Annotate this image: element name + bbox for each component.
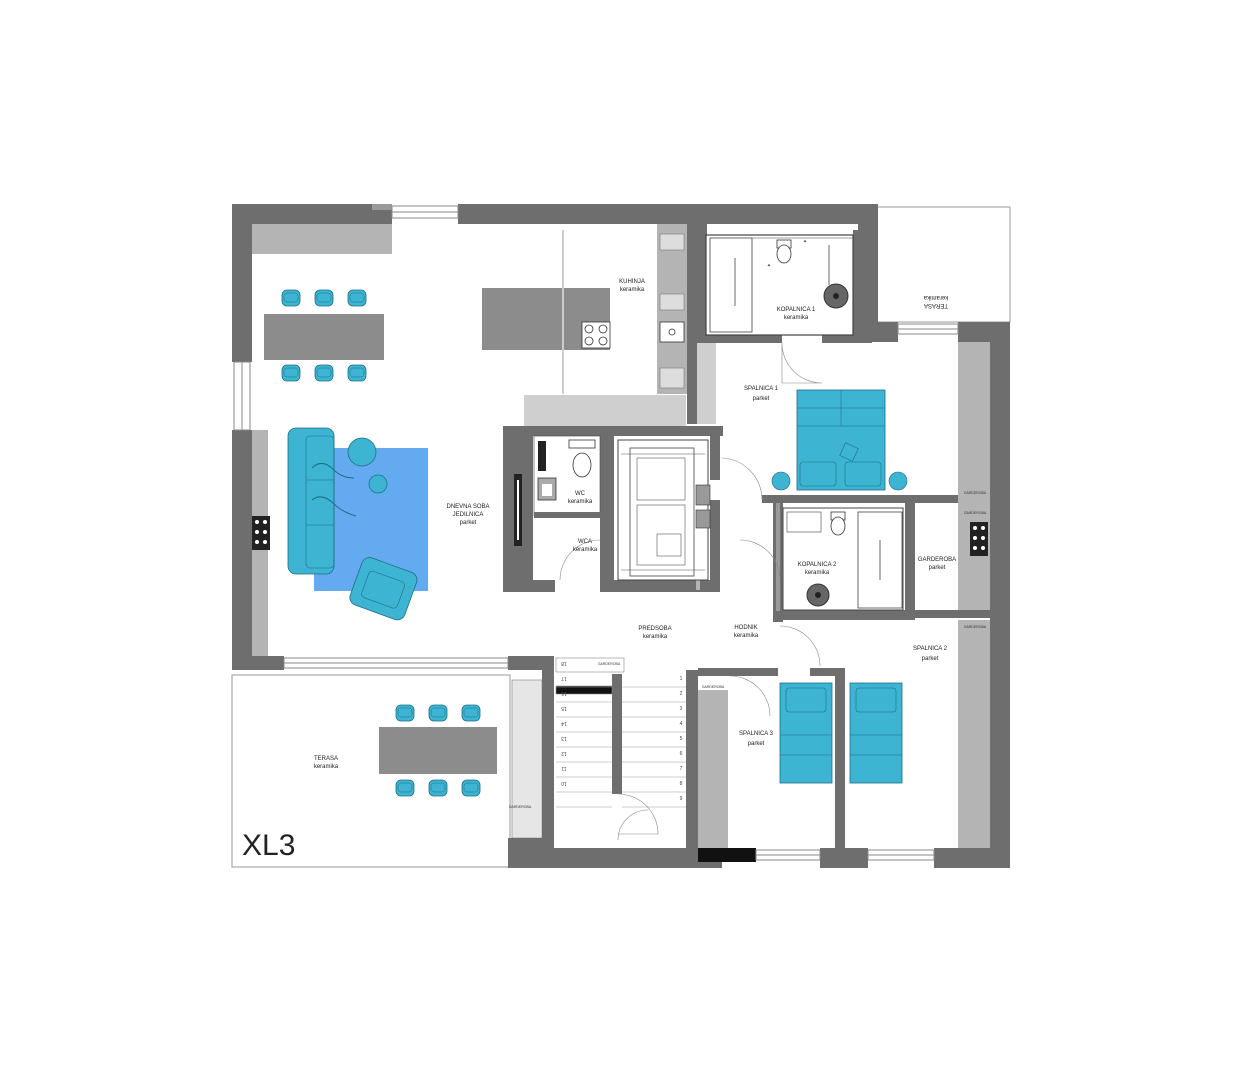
tag-garderoba-5: GARDEROBA — [598, 662, 621, 666]
label-spalnica-3: SPALNICA 3 — [739, 731, 774, 737]
bed-spalnica-1 — [771, 389, 908, 491]
stair-step-number: 2 — [680, 691, 683, 697]
label-jedilnica: JEDILNICA — [453, 512, 484, 518]
stair-step-number: 15 — [561, 705, 567, 711]
tag-garderoba-4: GARDEROBA — [702, 685, 725, 689]
svg-text:✦: ✦ — [767, 263, 771, 269]
label-wc: WC — [575, 491, 586, 497]
tag-garderoba-6: GARDEROBA — [509, 805, 532, 809]
partition-light — [776, 503, 780, 611]
tag-garderoba-1: GARDEROBA — [964, 491, 987, 495]
bathroom-1: ✦ ✦ — [705, 234, 854, 336]
stair-step-number: 12 — [561, 750, 567, 756]
stair-step-number: 7 — [680, 766, 683, 772]
stair-step-number: 18 — [561, 660, 567, 666]
label-spalnica-2-floor: parket — [922, 656, 939, 662]
stair-step-number: 6 — [680, 751, 683, 757]
room-labels: KUHINJA keramika KOPALNICA 1 keramika TE… — [314, 279, 956, 770]
stair-step-number: 3 — [680, 706, 683, 712]
door-swing — [781, 342, 823, 384]
door-swings — [721, 457, 821, 717]
walls — [232, 204, 1010, 868]
stair-step-number: 8 — [680, 781, 683, 787]
label-terasa-bottom: TERASA — [314, 756, 338, 762]
bed-spalnica-3 — [779, 682, 833, 784]
label-terasa-bottom-floor: keramika — [314, 764, 339, 770]
stair-step-number: 1 — [680, 676, 683, 682]
staircase — [555, 657, 625, 695]
label-spalnica-3-floor: parket — [748, 741, 765, 747]
bed-spalnica-2 — [849, 682, 903, 784]
label-wca-floor: keramika — [573, 547, 598, 553]
plan-title: XL3 — [242, 829, 295, 862]
label-dnevna-soba: DNEVNA SOBA — [446, 504, 489, 510]
label-hodnik: HODNIK — [734, 625, 757, 631]
door-swing — [559, 539, 601, 581]
label-hodnik-floor: keramika — [734, 633, 759, 639]
label-kopalnica-2-floor: keramika — [805, 570, 830, 576]
tag-garderoba-2: GARDEROBA — [964, 511, 987, 515]
label-kuhinja: KUHINJA — [619, 279, 645, 285]
label-wc-floor: keramika — [568, 499, 593, 505]
wc-room — [533, 435, 602, 518]
stair-step-number: 14 — [561, 720, 567, 726]
label-terasa-top: TERASA — [924, 302, 948, 308]
label-spalnica-1-floor: parket — [753, 396, 770, 402]
label-dnevna-floor: parket — [460, 520, 477, 526]
label-kuhinja-floor: keramika — [620, 287, 645, 293]
svg-text:✦: ✦ — [803, 239, 807, 245]
elevator — [617, 439, 711, 581]
stair-step-number: 11 — [561, 765, 566, 771]
stair-step-number: 17 — [561, 675, 567, 681]
door-swing — [617, 793, 659, 835]
stair-step-number: 5 — [680, 736, 683, 742]
stair-step-number: 9 — [680, 796, 683, 802]
label-kopalnica-1: KOPALNICA 1 — [777, 307, 816, 313]
stair-step-number: 16 — [561, 690, 567, 696]
label-kopalnica-2: KOPALNICA 2 — [798, 562, 837, 568]
bathroom-2 — [782, 507, 904, 611]
label-kopalnica-1-floor: keramika — [784, 315, 809, 321]
label-wca: WCA — [578, 539, 592, 545]
label-spalnica-1: SPALNICA 1 — [744, 386, 779, 392]
tag-garderoba-3: GARDEROBA — [964, 625, 987, 629]
terrace-dining — [379, 704, 497, 797]
label-spalnica-2: SPALNICA 2 — [913, 646, 948, 652]
label-predsoba: PREDSOBA — [638, 626, 671, 632]
label-predsoba-floor: keramika — [643, 634, 668, 640]
living-room-furniture — [264, 289, 428, 621]
stair-step-number: 13 — [561, 735, 567, 741]
stair-step-number: 10 — [561, 780, 567, 786]
stair-step-number: 4 — [680, 721, 683, 727]
stair-treads: 18 1 17 2 16 3 15 4 14 5 13 6 12 7 11 8 10 9 — [556, 660, 686, 808]
label-garderoba: GARDEROBA — [918, 557, 956, 563]
label-garderoba-floor: parket — [929, 565, 946, 571]
label-terasa-top-floor: keramika — [923, 294, 948, 300]
door-swing — [617, 809, 649, 841]
kitchen-appliances — [252, 233, 988, 556]
windows — [233, 205, 959, 861]
terrace-bottom-outline — [231, 674, 511, 868]
